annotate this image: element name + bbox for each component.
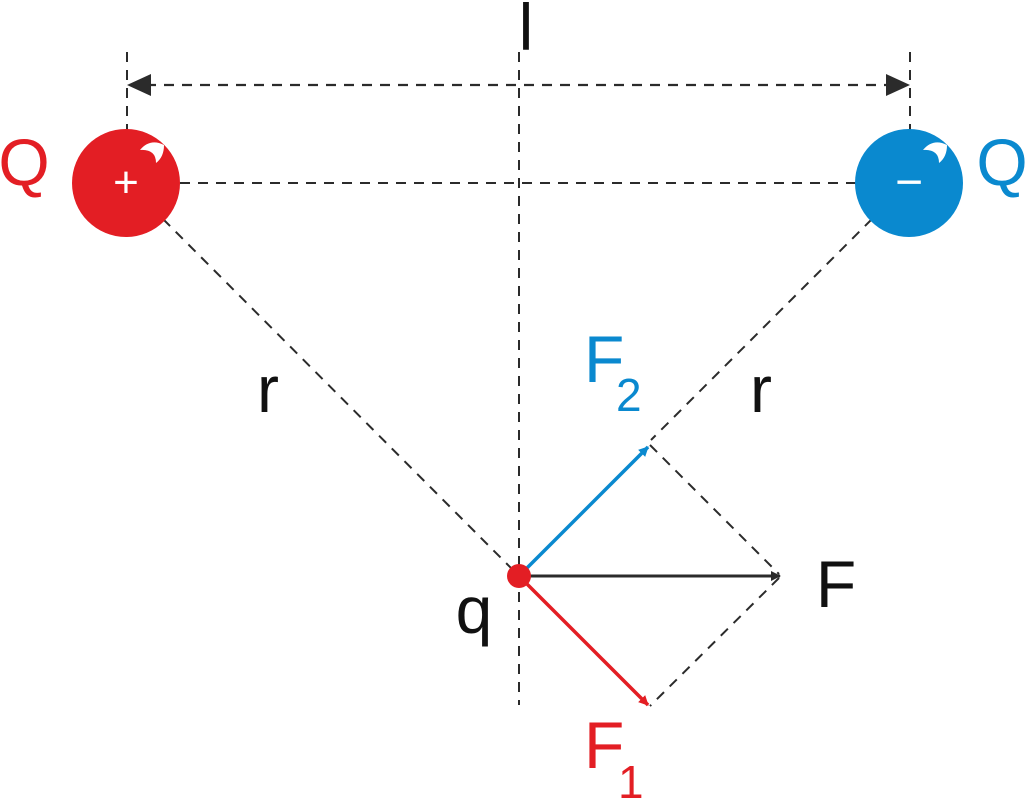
force-f1-label: F 1: [584, 708, 644, 804]
radius-line-left: [162, 218, 515, 572]
force-f2-arrow: [519, 445, 650, 576]
minus-sign: −: [895, 156, 923, 209]
distance-label: l: [519, 0, 534, 64]
radius-right-label: r: [750, 352, 772, 426]
dimension-arrowhead-left: [127, 74, 151, 96]
force-f2-subscript: 2: [616, 369, 642, 421]
negative-charge-highlight: [923, 142, 947, 163]
parallelogram-line-lower: [649, 577, 780, 707]
positive-charge-highlight: [140, 142, 164, 163]
positive-charge-sphere: [72, 129, 180, 237]
negative-charge-sphere: [855, 129, 963, 237]
force-f2-label: F 2: [584, 322, 642, 421]
resultant-force-label: F: [816, 547, 856, 621]
force-f2-main: F: [584, 322, 624, 396]
distance-dimension: [126, 52, 911, 130]
force-f1-subscript: 1: [618, 756, 644, 804]
radius-line-right: [650, 218, 873, 441]
radius-left-label: r: [257, 352, 279, 426]
charge-left-label: Q: [0, 125, 50, 199]
parallelogram-line-upper: [649, 444, 780, 575]
negative-charge: −: [855, 129, 963, 237]
dimension-arrowhead-right: [886, 74, 910, 96]
test-charge-dot: [507, 564, 531, 588]
force-f1-main: F: [584, 708, 624, 782]
test-charge-label: q: [456, 573, 493, 647]
positive-charge: +: [72, 129, 180, 237]
plus-sign: +: [113, 158, 139, 207]
force-f1-arrow: [519, 576, 650, 707]
charge-right-label: Q: [976, 125, 1027, 199]
